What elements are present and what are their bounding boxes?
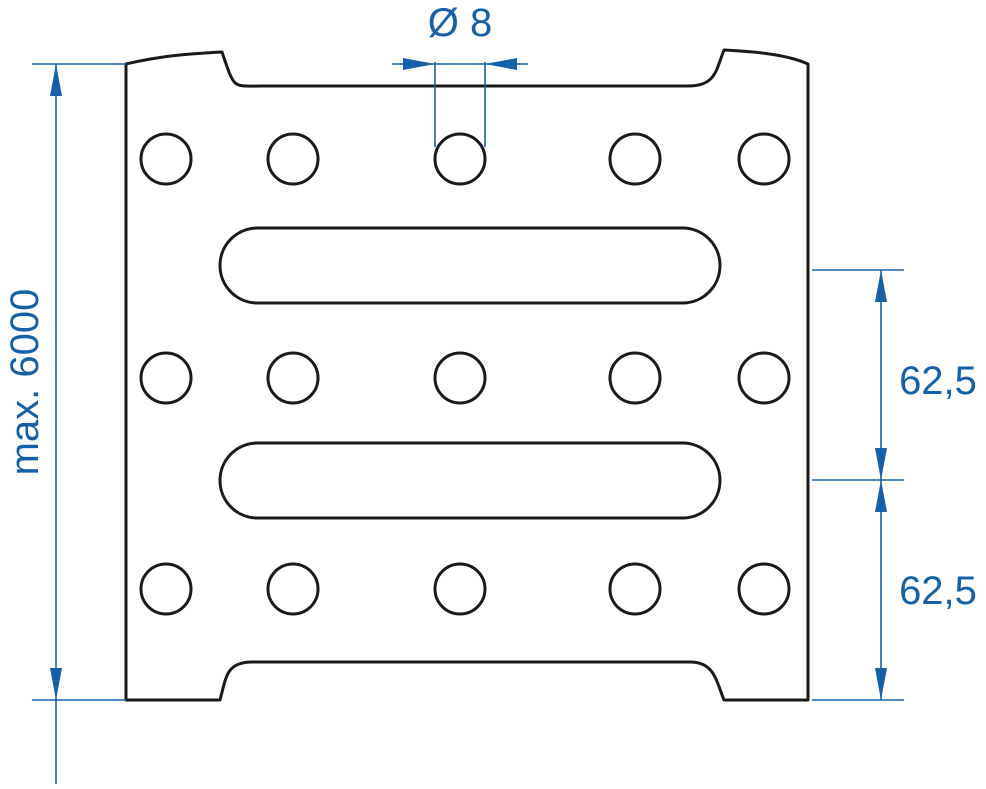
hole — [433, 132, 487, 186]
pitch-upper-label: 62,5 — [899, 359, 977, 403]
hole-diameter-label: Ø 8 — [428, 1, 492, 45]
hole — [433, 351, 487, 405]
diameter-dimension: Ø 8 — [392, 1, 528, 147]
hole — [737, 132, 791, 186]
hole-row-top — [139, 132, 791, 186]
pitch-lower-label: 62,5 — [899, 569, 977, 613]
hole — [737, 562, 791, 616]
hole — [608, 562, 662, 616]
plate-outline — [124, 48, 810, 702]
hole-row-middle — [139, 351, 791, 405]
arrow-head — [875, 480, 887, 512]
hole — [433, 562, 487, 616]
hole — [139, 562, 193, 616]
arrow-head — [403, 58, 435, 70]
hole — [266, 351, 320, 405]
arrow-head — [50, 668, 62, 700]
pitch-dimension: 62,5 62,5 — [812, 269, 977, 701]
hole — [608, 132, 662, 186]
slot-lower — [218, 441, 722, 520]
length-dimension: max. 6000 — [3, 63, 126, 784]
arrow-head — [875, 448, 887, 480]
arrow-head — [485, 58, 517, 70]
hole — [608, 351, 662, 405]
arrow-head — [50, 64, 62, 96]
hole — [139, 351, 193, 405]
hole — [737, 351, 791, 405]
overall-length-label: max. 6000 — [3, 289, 47, 476]
hole — [266, 132, 320, 186]
hole — [266, 562, 320, 616]
arrow-head — [875, 270, 887, 302]
hole-row-bottom — [139, 562, 791, 616]
hole — [139, 132, 193, 186]
arrow-head — [875, 668, 887, 700]
slot-upper — [218, 226, 722, 305]
